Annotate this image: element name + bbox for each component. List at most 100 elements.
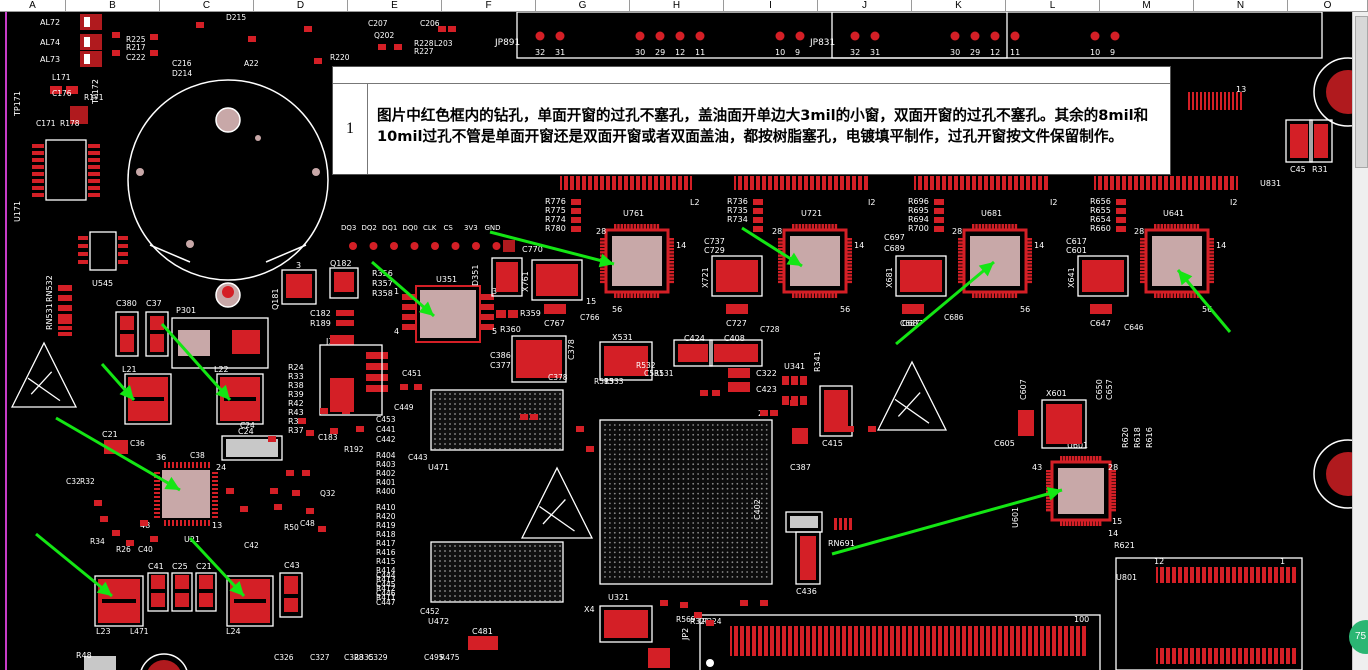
bga-ball: [484, 448, 486, 450]
label-x721: X721: [701, 267, 710, 288]
bga-ball: [529, 545, 531, 547]
ic-u545-pin: [78, 236, 88, 240]
bga-u321-ball: [736, 507, 739, 510]
bga-u321-ball: [726, 522, 729, 524]
column-header-b[interactable]: B: [66, 0, 160, 11]
bga-u321-ball: [672, 561, 675, 564]
bga-u321-ball: [721, 468, 724, 470]
bga-u321-ball: [682, 438, 685, 441]
crystal-x601-outline: [1041, 399, 1087, 449]
label-u472: U472: [428, 617, 449, 626]
bga-u321-ball: [682, 468, 685, 470]
bga-ball: [439, 555, 441, 557]
bga-u321-ball: [672, 438, 675, 441]
bga-u321-ball: [746, 556, 748, 559]
ic-u681-pin: [1026, 238, 1032, 241]
bga-u321-ball: [726, 433, 729, 436]
bga-ball: [539, 443, 541, 445]
bga-ball: [514, 600, 516, 602]
bga-ball: [529, 443, 531, 445]
bga-u321-ball: [716, 424, 719, 426]
label-c36: C36: [130, 439, 145, 448]
connector-u801-gap: [1188, 567, 1190, 583]
bga-u321-ball: [692, 473, 695, 475]
ic-u761-pin: [614, 292, 617, 298]
label-r400: R400: [376, 487, 396, 496]
bga-ball: [524, 403, 526, 405]
bga-ball: [494, 570, 496, 572]
bga-u321-ball: [653, 458, 655, 461]
edge-connector-gap: [628, 176, 630, 190]
bga-u321-ball: [687, 566, 690, 568]
crystal-x681: [900, 260, 942, 292]
bga-ball: [484, 590, 486, 592]
connector-u801-outline: [1115, 557, 1303, 670]
column-header-c[interactable]: C: [160, 0, 254, 11]
bga-ball: [504, 590, 506, 592]
bga-u321-ball: [736, 566, 739, 568]
column-header-o[interactable]: O: [1288, 0, 1368, 11]
bga-u321-ball: [731, 424, 734, 426]
connector-jp831-pad: [1010, 31, 1020, 41]
bga-u321-ball: [609, 433, 611, 436]
ic-u601-pin: [1046, 476, 1052, 479]
bga-u321-ball: [628, 576, 631, 578]
edge-connector-gap: [1186, 176, 1188, 190]
mounting-hole-bottom-left: [140, 653, 188, 670]
bga-ball: [479, 600, 481, 602]
column-header-j[interactable]: J: [818, 0, 912, 11]
bga-ball: [439, 443, 441, 445]
column-header-m[interactable]: M: [1100, 0, 1194, 11]
bga-u321-ball: [721, 433, 724, 436]
column-header-l[interactable]: L: [1006, 0, 1100, 11]
pin-label: 14: [854, 241, 864, 250]
bga-u321-ball: [682, 566, 685, 568]
bga-ball: [539, 433, 541, 435]
ic-u721-pin: [778, 257, 784, 261]
column-header-g[interactable]: G: [536, 0, 630, 11]
bga-ball: [509, 570, 511, 572]
ic-u601-pin: [1110, 497, 1116, 500]
connector-u801-gap: [1236, 567, 1238, 583]
ic-u21-pin: [212, 516, 218, 518]
column-header-d[interactable]: D: [254, 0, 348, 11]
scrollbar-thumb[interactable]: [1355, 16, 1368, 168]
bga-u321-ball: [662, 536, 665, 539]
bga-u321-ball: [677, 448, 680, 451]
bga-ball: [464, 418, 466, 420]
column-header-h[interactable]: H: [630, 0, 724, 11]
bga-u321-ball: [653, 468, 655, 470]
bga-u321-ball: [648, 468, 650, 470]
bga-u321-ball: [751, 507, 753, 510]
label-c182: C182: [310, 309, 331, 318]
note-index: 1: [333, 83, 368, 174]
bga-ball: [449, 433, 451, 435]
ic-u601-pin: [1096, 520, 1099, 526]
label-x761: X761: [521, 271, 530, 292]
column-header-n[interactable]: N: [1194, 0, 1288, 11]
column-header-k[interactable]: K: [912, 0, 1006, 11]
column-header-f[interactable]: F: [442, 0, 536, 11]
column-header-e[interactable]: E: [348, 0, 442, 11]
bga-u321-ball: [613, 551, 616, 554]
bga-ball: [494, 448, 496, 450]
bga-u321-ball: [682, 429, 685, 431]
column-header-i[interactable]: I: [724, 0, 818, 11]
bga-ball: [494, 398, 496, 400]
bga-ball: [464, 443, 466, 445]
bga-ball: [499, 398, 501, 400]
bga-ball: [449, 403, 451, 405]
vertical-scrollbar[interactable]: [1352, 12, 1368, 670]
bga-ball: [559, 560, 561, 562]
bga-u321-ball: [751, 433, 753, 436]
bga-u321-ball: [662, 512, 665, 515]
bga-u321-ball: [638, 448, 641, 451]
connector-jp2-gap: [780, 626, 782, 656]
bga-ball: [529, 570, 531, 572]
zoom-level-badge[interactable]: 75: [1349, 620, 1368, 654]
bga-u321-ball: [667, 433, 670, 436]
bga-u321-ball: [618, 487, 621, 490]
label-r32: R32: [80, 477, 95, 486]
column-header-a[interactable]: A: [0, 0, 66, 11]
